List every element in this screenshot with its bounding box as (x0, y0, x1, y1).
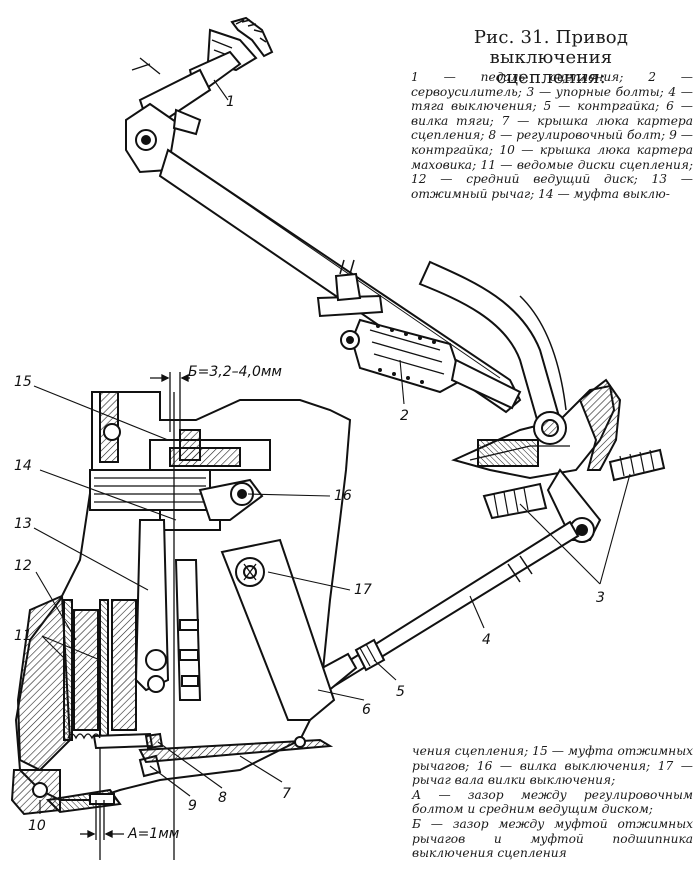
callout-15: 15 (14, 374, 32, 390)
callout-12: 12 (14, 558, 32, 574)
figure-title-line1: Рис. 31. Привод выключения (473, 27, 629, 68)
callout-4: 4 (482, 632, 491, 648)
callout-3: 3 (596, 590, 605, 606)
release-lever-assembly (451, 378, 666, 543)
leader-lines (33, 79, 631, 814)
callout-2: 2 (400, 408, 409, 424)
callout-8: 8 (218, 790, 227, 806)
callout-14: 14 (14, 458, 32, 474)
callout-5: 5 (396, 684, 405, 700)
dimension-b-label: Б=3,2–4,0мм (188, 364, 282, 380)
callout-16: 16 (334, 488, 352, 504)
callout-7: 7 (282, 786, 291, 802)
figure-title: Рис. 31. Привод выключения сцепления: (410, 28, 692, 88)
callout-10: 10 (28, 818, 46, 834)
callout-9: 9 (188, 798, 197, 814)
dimension-a-label: А=1мм (127, 826, 180, 842)
callout-17: 17 (354, 582, 372, 598)
callout-11: 11 (14, 628, 32, 644)
callout-1: 1 (226, 94, 235, 110)
figure-title-line2: сцепления: (496, 67, 606, 88)
dimension-a (80, 800, 124, 840)
legend-top: 1 — педаль сцепления; 2 — сервоусилитель… (411, 70, 693, 201)
callout-6: 6 (362, 702, 371, 718)
callout-numbers: 1 2 3 4 5 6 7 8 9 10 11 12 13 14 15 16 1… (14, 94, 605, 834)
legend-bottom-gap-a: А — зазор между регулировочным болтом и … (412, 787, 693, 817)
legend-bottom-parts: чения сцепления; 15 — муфта отжимных рыч… (412, 744, 693, 788)
legend-bottom: чения сцепления; 15 — муфта отжимных рыч… (412, 744, 693, 861)
callout-13: 13 (14, 516, 32, 532)
servo-booster (316, 259, 522, 410)
legend-bottom-gap-b: Б — зазор между муфтой отжимных рычагов … (412, 816, 693, 861)
dimension-b (150, 372, 190, 432)
